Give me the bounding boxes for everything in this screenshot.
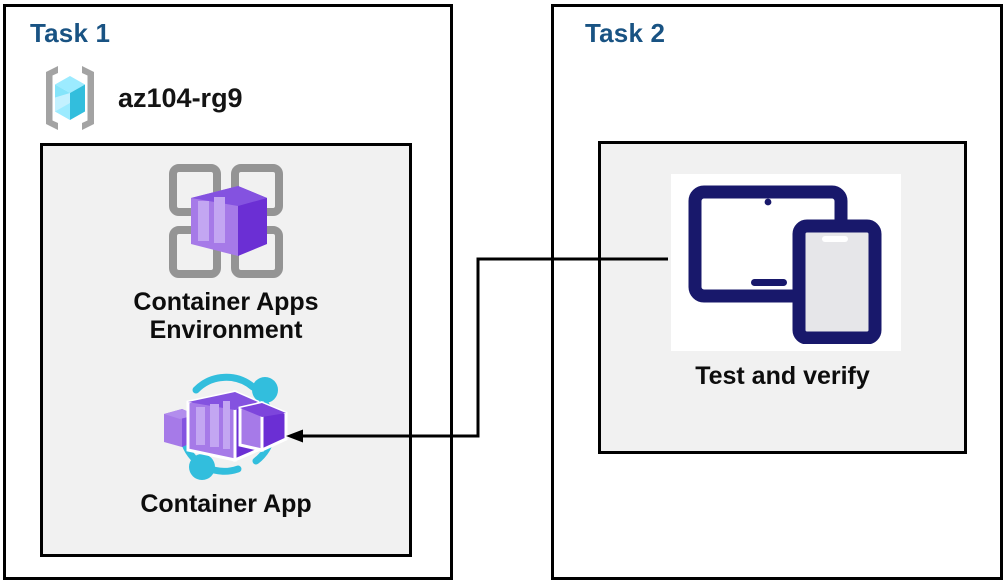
container-apps-environment-box: Container Apps Environment [40, 143, 412, 557]
container-app-label: Container App [140, 490, 312, 518]
test-and-verify-label: Test and verify [695, 362, 870, 390]
test-and-verify-icon [671, 174, 901, 344]
container-apps-environment-label: Container Apps Environment [133, 288, 319, 344]
resource-container-app: Container App [43, 368, 409, 518]
resource-group-label: az104-rg9 [118, 82, 243, 113]
resource-group-icon [36, 62, 104, 134]
test-and-verify-box: Test and verify [598, 141, 967, 454]
test-and-verify-tile [671, 174, 901, 351]
resource-group-header: az104-rg9 [36, 62, 243, 134]
task-1-title: Task 1 [30, 18, 111, 48]
task-2-title: Task 2 [585, 18, 666, 48]
resource-container-apps-environment: Container Apps Environment [43, 160, 409, 344]
container-apps-environment-icon [43, 160, 409, 282]
container-app-icon [43, 368, 409, 484]
